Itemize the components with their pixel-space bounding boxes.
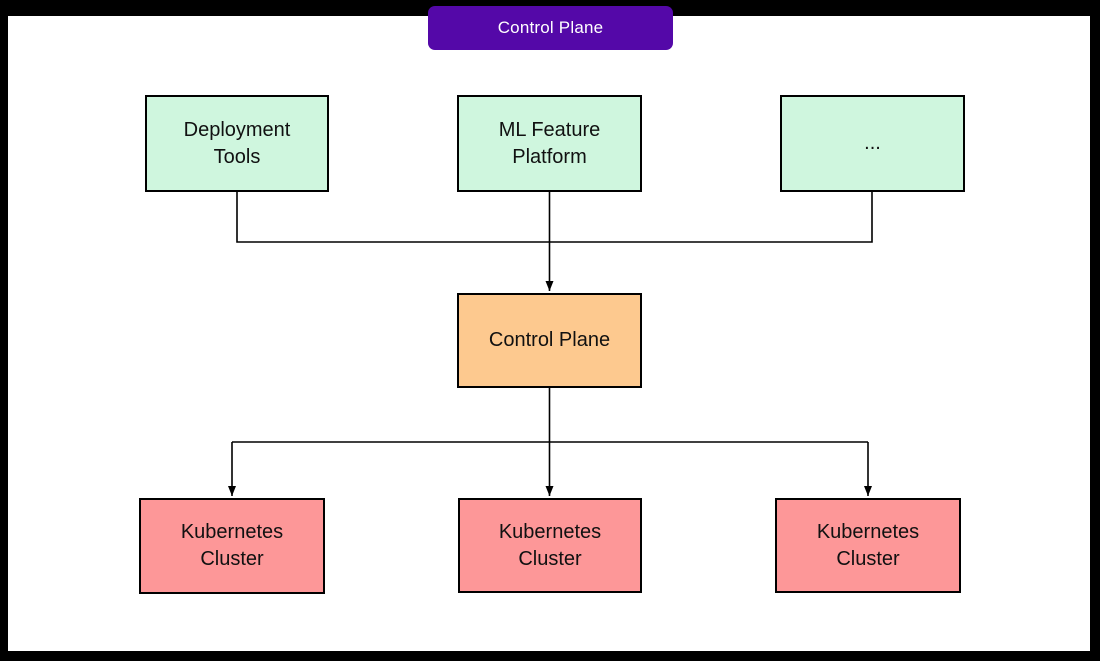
node-kubernetes-cluster-1-label: Kubernetes Cluster (180, 521, 284, 570)
node-control-plane-label: Control Plane (488, 329, 611, 351)
node-ellipsis: ... (780, 95, 965, 192)
title-banner: Control Plane (428, 6, 673, 50)
node-ml-feature-platform-label: ML Feature Platform (498, 118, 601, 168)
node-control-plane: Control Plane (457, 293, 642, 388)
node-kubernetes-cluster-2-label: Kubernetes Cluster (498, 520, 602, 570)
node-kubernetes-cluster-3-label: Kubernetes Cluster (816, 520, 920, 570)
connector-top-bracket (236, 192, 873, 243)
node-ml-feature-platform: ML Feature Platform (457, 95, 642, 192)
title-banner-label: Control Plane (497, 18, 604, 37)
node-kubernetes-cluster-3: Kubernetes Cluster (775, 498, 961, 593)
node-deployment-tools-label: Deployment Tools (183, 118, 291, 168)
node-kubernetes-cluster-2: Kubernetes Cluster (458, 498, 642, 593)
node-kubernetes-cluster-1: Kubernetes Cluster (139, 498, 325, 594)
node-ellipsis-label: ... (864, 132, 881, 154)
node-deployment-tools: Deployment Tools (145, 95, 329, 192)
